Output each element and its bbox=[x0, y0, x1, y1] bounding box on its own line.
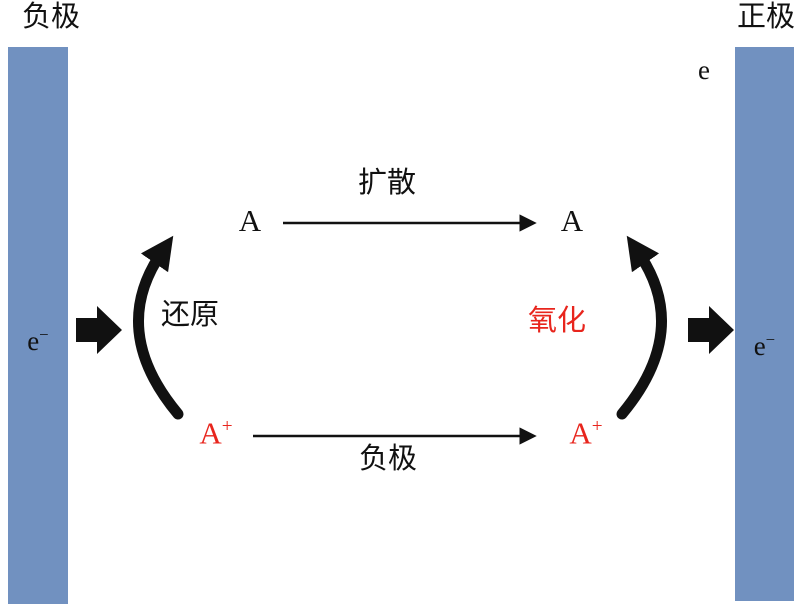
species-a-top-left: A bbox=[238, 203, 262, 238]
electron-flow-arrow-right bbox=[688, 306, 734, 354]
species-a-plus-bottom-left: A+ bbox=[199, 416, 232, 450]
electron-left-base: e bbox=[27, 326, 40, 356]
electron-left-sup: − bbox=[39, 325, 49, 344]
left-electrode-bar bbox=[8, 47, 68, 604]
species-a-plus-bottom-left-base: A bbox=[199, 415, 222, 451]
species-a-plus-bottom-right: A+ bbox=[569, 416, 602, 450]
bottom-arrow-label: 负极 bbox=[358, 443, 418, 475]
right-electrode-label: 正极 bbox=[737, 1, 796, 33]
left-electrode-label: 负极 bbox=[22, 1, 81, 33]
reduction-label: 还原 bbox=[160, 299, 220, 331]
electron-right-base: e bbox=[753, 331, 766, 361]
oxidation-cycle-arrow bbox=[616, 235, 668, 420]
electron-right-label: e− bbox=[735, 330, 794, 362]
right-electrode-bar bbox=[735, 47, 794, 601]
electron-right-sup: − bbox=[765, 330, 776, 349]
species-a-plus-bottom-left-sup: + bbox=[221, 416, 233, 437]
electron-flow-arrow-left bbox=[76, 306, 122, 354]
electron-left-label: e− bbox=[8, 325, 68, 357]
oxidation-label: 氧化 bbox=[527, 305, 587, 337]
species-a-plus-bottom-right-sup: + bbox=[591, 416, 603, 437]
reduction-cycle-arrow bbox=[132, 235, 184, 420]
electron-top-right-label: e bbox=[698, 55, 710, 85]
species-a-plus-bottom-right-base: A bbox=[569, 415, 592, 451]
species-a-top-right: A bbox=[560, 203, 584, 238]
diffusion-arrow-label: 扩散 bbox=[357, 167, 417, 199]
